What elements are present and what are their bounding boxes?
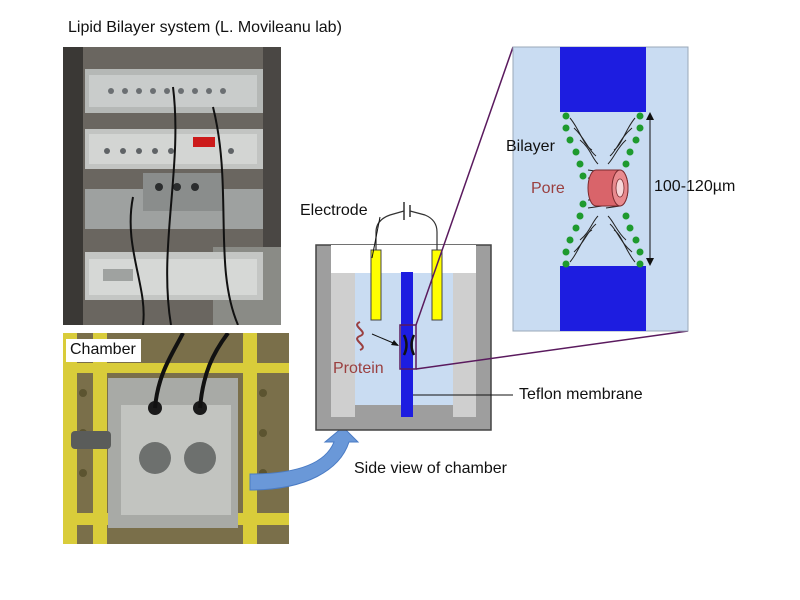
lipid-heads <box>562 112 644 268</box>
electrode-right <box>431 249 443 321</box>
teflon-top-block <box>560 47 646 112</box>
circuit-wire <box>375 210 438 250</box>
chamber-inner-right <box>453 273 476 417</box>
bilayer-label: Bilayer <box>506 138 555 155</box>
curved-arrow-icon <box>249 426 360 491</box>
protein-label: Protein <box>333 360 384 377</box>
zoom-line-bottom <box>415 330 689 370</box>
figure-title: Lipid Bilayer system (L. Movileanu lab) <box>68 19 342 36</box>
photo-chamber <box>63 333 289 544</box>
side-view-label: Side view of chamber <box>354 460 507 477</box>
photo-equipment-rack <box>63 47 281 325</box>
aperture-box <box>399 324 417 370</box>
pore-label: Pore <box>531 180 565 197</box>
protein-squiggle-icon <box>356 321 364 351</box>
chamber-label: Chamber <box>66 339 141 362</box>
teflon-membrane-label: Teflon membrane <box>519 386 643 403</box>
electrode-left <box>370 249 382 321</box>
electrode-leader <box>371 216 381 259</box>
electrode-label: Electrode <box>300 202 368 219</box>
teflon-bottom-block <box>560 266 646 331</box>
zoom-line-top <box>415 46 514 326</box>
pore-icon <box>402 334 416 356</box>
dimension-label: 100-120µm <box>654 178 736 195</box>
lipid-tails <box>569 117 636 263</box>
chamber-inner-left <box>331 273 355 417</box>
